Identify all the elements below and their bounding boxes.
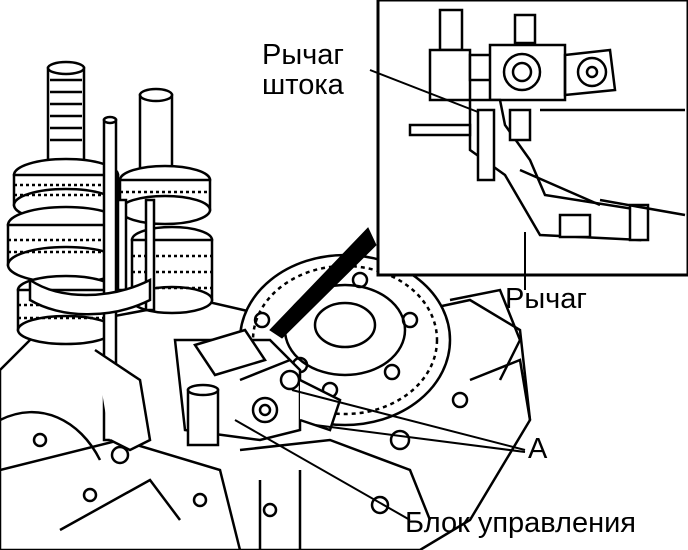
control-block-label: Блок управления — [405, 507, 636, 539]
callout-a-label: A — [528, 433, 548, 465]
leader-lines — [234, 389, 526, 521]
inset-pointer — [269, 227, 377, 339]
rod-lever-label-line2: штока — [262, 69, 344, 102]
control-block-unit — [173, 328, 342, 447]
rod-lever-label-line1: Рычаг — [262, 39, 345, 71]
lever-label: Рычаг — [505, 283, 588, 315]
inset-detail — [369, 0, 688, 290]
gear-shaft-assembly — [6, 60, 214, 452]
rod-lever-label: Рычаг штока — [262, 40, 344, 101]
